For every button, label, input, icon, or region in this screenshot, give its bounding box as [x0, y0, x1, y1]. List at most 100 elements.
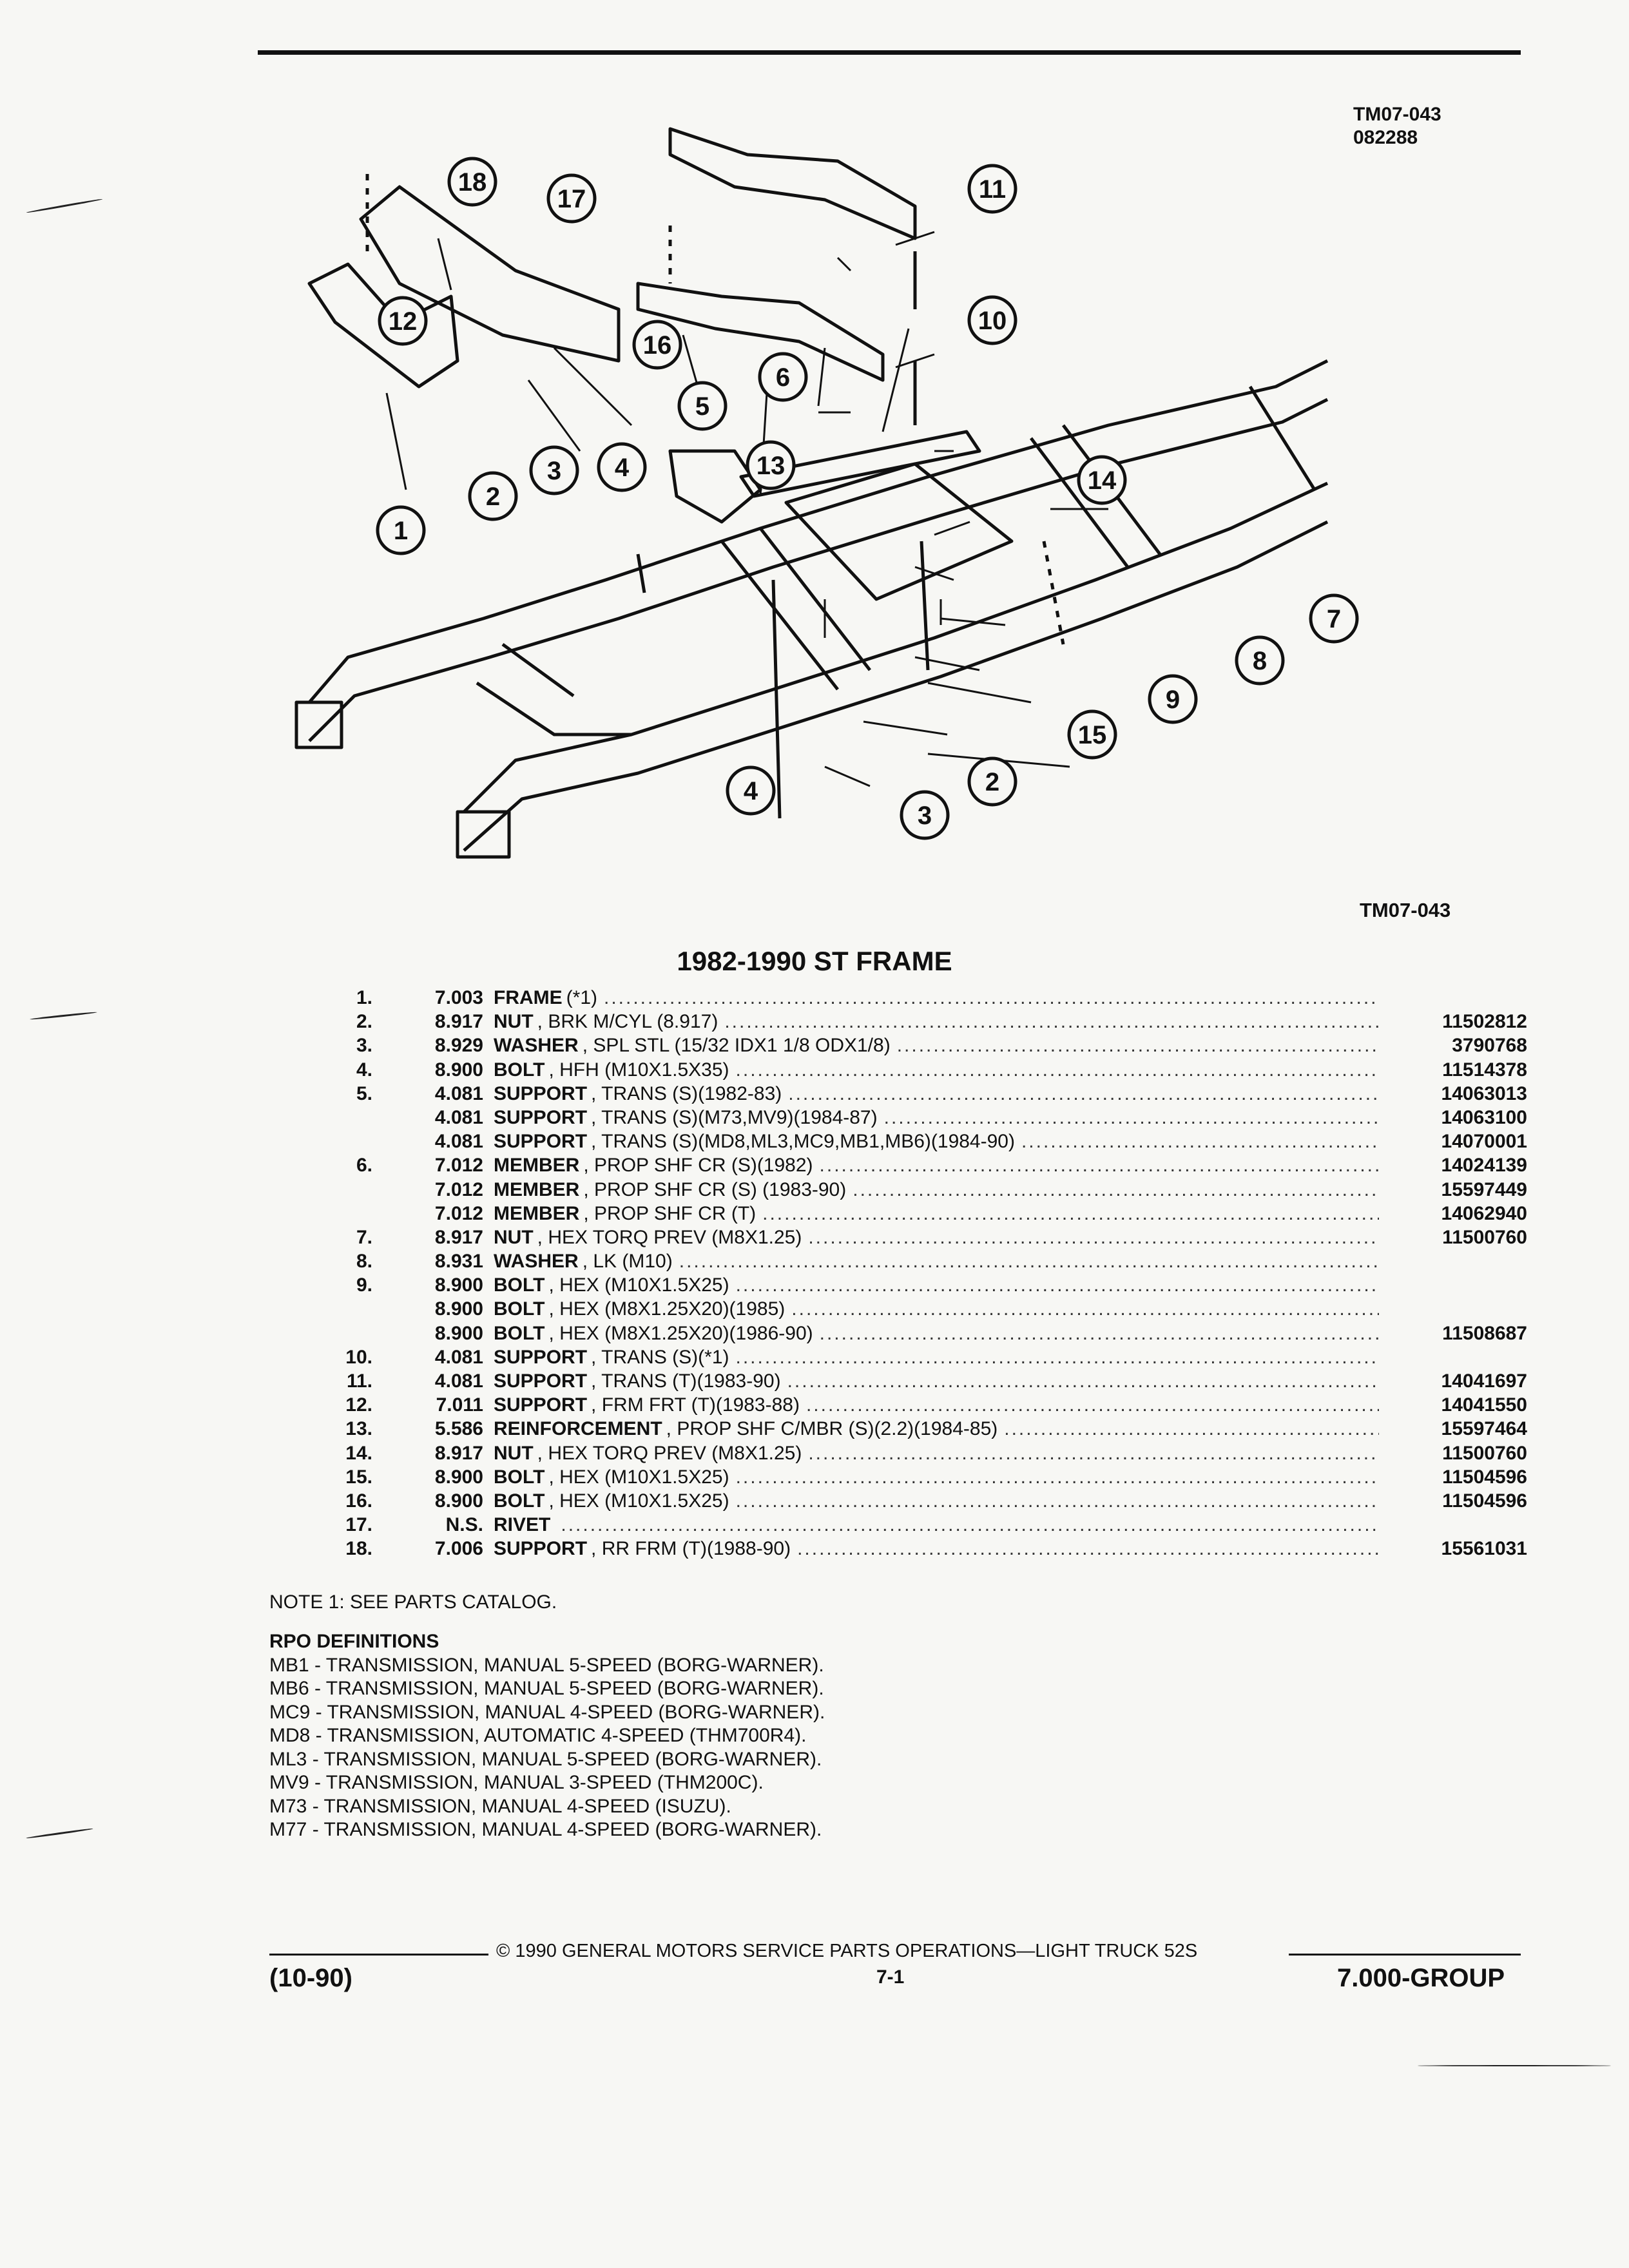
leader-dots: ........................................…: [604, 987, 1379, 1008]
callout-3: 3: [529, 445, 579, 495]
part-detail: , HEX (M8X1.25X20)(1985): [548, 1298, 786, 1320]
callout-11: 11: [967, 164, 1017, 214]
part-catalog-number: 11502812: [1442, 1011, 1527, 1033]
part-group: 8.900: [434, 1298, 483, 1320]
callout-2-lower: 2: [967, 756, 1017, 807]
callout-3-lower: 3: [900, 790, 950, 840]
part-group: 4.081: [434, 1082, 483, 1104]
part-detail: , PROP SHF CR (S) (1983-90): [583, 1178, 847, 1200]
transmission-support-t: [668, 127, 917, 240]
part-number: 9.: [356, 1274, 372, 1296]
scan-mark: [1418, 2065, 1611, 2066]
part-detail: , BRK M/CYL (8.917): [537, 1011, 718, 1033]
callout-label: 9: [1166, 686, 1180, 714]
part-name: SUPPORT: [494, 1131, 588, 1153]
part-catalog-number: 11508687: [1442, 1322, 1527, 1344]
part-detail: , PROP SHF C/MBR (S)(2.2)(1984-85): [666, 1418, 998, 1440]
part-description: SUPPORT, TRANS (S)(1982-83).............…: [486, 1083, 1379, 1105]
part-number: 7.: [356, 1226, 372, 1248]
part-catalog-number: 11504596: [1442, 1466, 1527, 1488]
part-group: 8.929: [434, 1035, 483, 1057]
part-number: 4.: [356, 1059, 372, 1081]
part-name: MEMBER: [494, 1202, 580, 1224]
frame-right-rail: [463, 481, 1329, 813]
leader-dots: ........................................…: [853, 1178, 1379, 1200]
frame-exploded-diagram: 1 2 3 4 5 6 7 8 9 10 11 12 13 14 15 16 1…: [294, 127, 1359, 859]
part-group: 4.081: [434, 1131, 483, 1153]
part-catalog-number: 14041550: [1441, 1394, 1527, 1416]
leader-dots: ........................................…: [791, 1298, 1379, 1320]
part-number: 11.: [346, 1370, 372, 1392]
part-name: BOLT: [494, 1466, 545, 1488]
callout-leaders: [824, 231, 970, 638]
rpo-item: M73 - TRANSMISSION, MANUAL 4-SPEED (ISUZ…: [269, 1795, 731, 1817]
part-detail: , SPL STL (15/32 IDX1 1/8 ODX1/8): [582, 1035, 891, 1057]
part-group: 7.012: [434, 1202, 483, 1224]
part-name: WASHER: [494, 1251, 579, 1273]
part-description: MEMBER, PROP SHF CR (S) (1983-90).......…: [486, 1179, 1379, 1201]
leader-dots: ........................................…: [787, 1370, 1379, 1392]
top-rule: [258, 50, 1521, 55]
part-description: NUT, BRK M/CYL (8.917)..................…: [486, 1011, 1379, 1033]
scan-mark: [26, 198, 103, 214]
part-group: 7.003: [434, 987, 483, 1008]
part-detail: , HEX TORQ PREV (M8X1.25): [537, 1442, 802, 1464]
part-number: 3.: [356, 1035, 372, 1057]
callout-8: 8: [1235, 635, 1285, 686]
part-group: 7.006: [434, 1538, 483, 1560]
callout-5: 5: [677, 381, 728, 431]
callout-label: 11: [979, 175, 1006, 204]
part-number: 1.: [356, 987, 372, 1008]
callout-label: 13: [757, 452, 786, 480]
leader-dots: ........................................…: [735, 1466, 1379, 1488]
part-name: MEMBER: [494, 1178, 580, 1200]
callout-17: 17: [546, 173, 597, 224]
callout-label: 17: [557, 185, 586, 213]
part-name: SUPPORT: [494, 1346, 588, 1368]
leader-dots: ........................................…: [797, 1538, 1379, 1560]
footer-group: 7.000-GROUP: [1337, 1964, 1505, 1992]
part-name: BOLT: [494, 1059, 545, 1081]
part-catalog-number: 14063013: [1441, 1082, 1527, 1104]
callout-label: 15: [1078, 721, 1107, 749]
leader-dots: ........................................…: [788, 1082, 1379, 1104]
part-name: BOLT: [494, 1298, 545, 1320]
part-name: SUPPORT: [494, 1370, 588, 1392]
callout-12: 12: [378, 296, 428, 346]
part-description: WASHER, LK (M10)........................…: [486, 1251, 1379, 1273]
part-detail: , TRANS (S)(M73,MV9)(1984-87): [591, 1106, 878, 1128]
part-description: RIVET...................................…: [486, 1514, 1379, 1536]
transmission-mount: [668, 449, 762, 524]
part-detail: , HEX (M10X1.5X25): [548, 1274, 729, 1296]
part-number: 17.: [345, 1514, 372, 1536]
part-name: FRAME: [494, 987, 563, 1008]
leader-dots: ........................................…: [1021, 1131, 1379, 1153]
part-detail: , PROP SHF CR (T): [583, 1202, 757, 1224]
callout-label: 10: [978, 307, 1007, 335]
footer-rule-left: [269, 1954, 488, 1956]
part-detail: , HEX (M8X1.25X20)(1986-90): [548, 1322, 813, 1344]
part-detail: , FRM FRT (T)(1983-88): [591, 1394, 800, 1416]
callout-13: 13: [746, 440, 796, 490]
reinforcement-plate: [784, 462, 1014, 601]
part-name: SUPPORT: [494, 1538, 588, 1560]
callout-label: 14: [1088, 466, 1117, 495]
callout-18: 18: [447, 157, 497, 207]
part-name: BOLT: [494, 1322, 545, 1344]
part-description: REINFORCEMENT, PROP SHF C/MBR (S)(2.2)(1…: [486, 1418, 1379, 1440]
rpo-item: MC9 - TRANSMISSION, MANUAL 4-SPEED (BORG…: [269, 1701, 825, 1723]
part-name: BOLT: [494, 1490, 545, 1512]
frame-right-rail-lower: [463, 520, 1329, 852]
part-group: 5.586: [434, 1418, 483, 1440]
part-catalog-number: 14062940: [1441, 1202, 1527, 1224]
parts-row: 8.900 BOLT, HEX (M8X1.25X20)(1985).......…: [322, 1298, 1527, 1322]
rpo-heading: RPO DEFINITIONS: [269, 1631, 439, 1652]
part-group: 8.917: [434, 1011, 483, 1033]
part-catalog-number: 11500760: [1442, 1442, 1527, 1464]
